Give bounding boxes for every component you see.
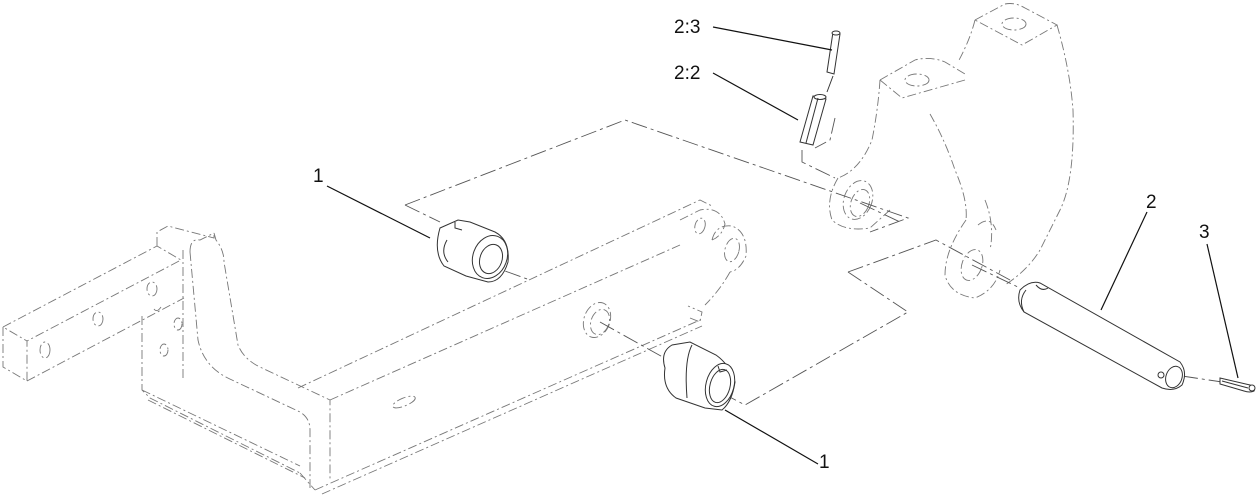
callout-3: 3 (1199, 222, 1239, 379)
callout-label-2: 2 (1146, 192, 1157, 213)
cotter-pin[interactable] (1219, 377, 1256, 393)
callout-2-3: 2:3 (674, 17, 833, 51)
callout-label-1-lower: 1 (819, 452, 830, 473)
callout-label-1-upper: 1 (313, 166, 324, 187)
pivot-pin[interactable] (1018, 281, 1186, 390)
callout-label-3: 3 (1199, 222, 1210, 243)
callout-2: 2 (1100, 192, 1157, 311)
caster-yoke-phantom (829, 3, 1074, 299)
grease-sleeve[interactable] (799, 94, 827, 146)
callout-2-2: 2:2 (674, 63, 799, 121)
bushing-upper[interactable] (436, 219, 513, 283)
bushing-lower[interactable] (663, 341, 740, 411)
callout-label-2-2: 2:2 (674, 63, 700, 84)
callout-label-2-3: 2:3 (674, 17, 700, 38)
callout-1-lower: 1 (724, 409, 830, 473)
grease-fitting[interactable] (826, 30, 841, 93)
callout-1-upper: 1 (313, 166, 431, 239)
mounting-frame-phantom (2, 199, 747, 495)
assembly-lines (404, 117, 1223, 406)
